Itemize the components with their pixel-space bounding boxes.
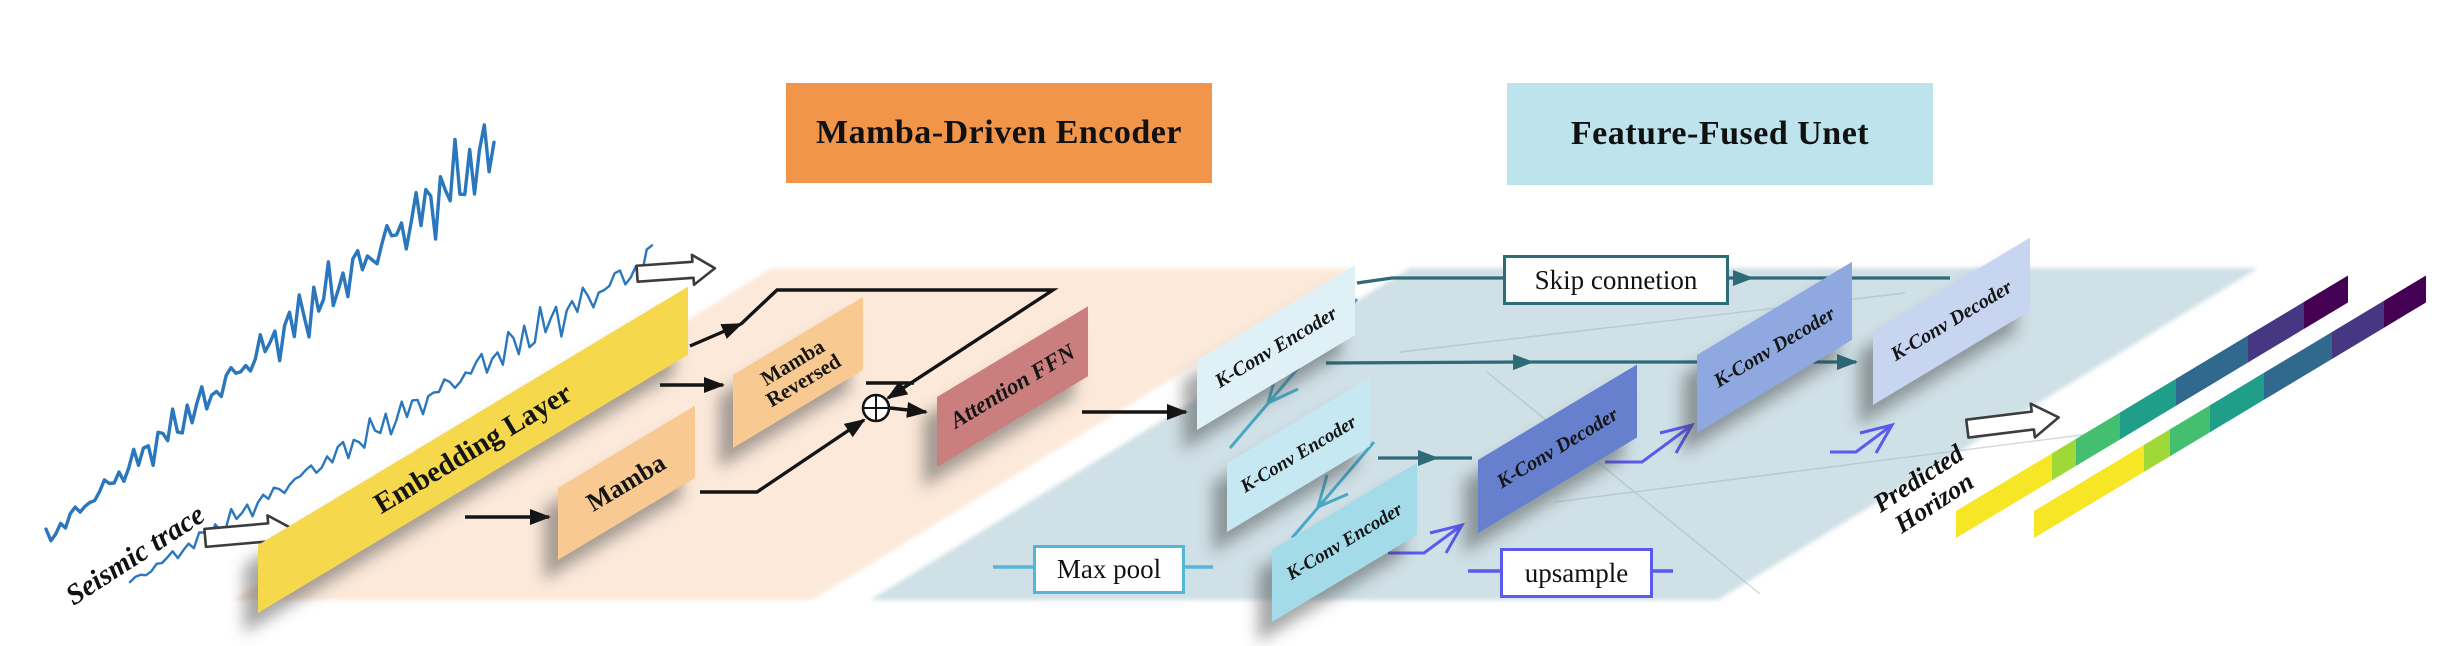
arrow-bypass-up — [689, 322, 743, 348]
upsample-arrowhead-3 — [1859, 422, 1896, 454]
upsample-arrow-2 — [1605, 423, 1693, 464]
skip-connection-legend: Skip connetion — [1503, 255, 1729, 305]
maxpool-label: Max pool — [1056, 554, 1162, 584]
merge-plus-icon — [861, 393, 891, 423]
skip-connection-label: Skip connetion — [1534, 264, 1698, 295]
skip-line-2 — [1325, 354, 1534, 371]
seismic-waveform-1 — [44, 123, 496, 543]
maxpool-arrowhead-2 — [1315, 474, 1349, 510]
encoder-flow-arrows — [465, 288, 1188, 525]
feature-fused-unet-banner: Feature-Fused Unet — [1507, 83, 1933, 185]
mamba-encoder-banner-label: Mamba-Driven Encoder — [815, 114, 1182, 151]
upsample-arrow-1 — [1388, 523, 1463, 555]
upsample-arrowhead-1 — [1429, 522, 1466, 554]
upsample-arrowhead-2 — [1659, 422, 1696, 454]
output-block-arrow-icon — [1964, 402, 2060, 439]
upsample-arrows — [1388, 422, 1896, 555]
maxpool-legend: Max pool — [1033, 545, 1185, 594]
feature-fused-unet-banner-label: Feature-Fused Unet — [1570, 115, 1870, 152]
bypass-line — [739, 288, 1059, 400]
embed-block-arrow-icon — [635, 253, 717, 287]
arrow-into-attention — [889, 401, 928, 418]
upsample-arrow-3 — [1830, 423, 1893, 454]
mamba-output-line — [700, 418, 866, 494]
seismic-waveform-2 — [128, 244, 654, 584]
mamba-encoder-banner: Mamba-Driven Encoder — [786, 83, 1212, 183]
upsample-legend: upsample — [1500, 548, 1653, 598]
maxpool-arrow-2 — [1290, 441, 1376, 539]
upsample-label: upsample — [1524, 557, 1629, 588]
